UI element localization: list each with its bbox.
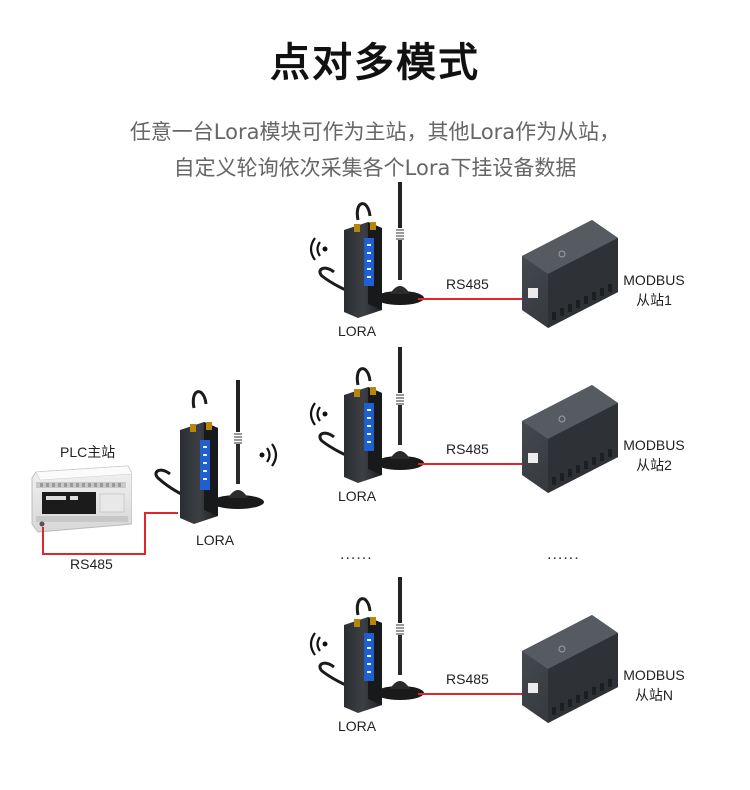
- slave-rs485-wire: [418, 298, 528, 300]
- slave-row: LORA RS485 MODBUS 从站1: [0, 180, 750, 340]
- slave-rs485-label: RS485: [446, 276, 489, 292]
- master-rs485-label: RS485: [70, 556, 113, 572]
- station-label: 从站1: [636, 292, 672, 308]
- modbus-label: MODBUS: [623, 437, 685, 453]
- modbus-slave-device-icon: [522, 220, 618, 328]
- slave-lora-device-icon: [318, 347, 424, 483]
- ellipsis-left: ......: [340, 546, 373, 563]
- master-wireless-signal-icon: [259, 443, 278, 467]
- subtitle-line-1: 任意一台Lora模块可作为主站，其他Lora作为从站，: [129, 120, 621, 144]
- station-label: 从站N: [634, 687, 674, 703]
- subtitle-line-2: 自定义轮询依次采集各个Lora下挂设备数据: [173, 156, 577, 180]
- page-title: 点对多模式: [270, 40, 480, 86]
- plc-device-icon: [31, 465, 132, 533]
- slave-wireless-signal-icon: [309, 632, 328, 656]
- station-label: 从站2: [636, 457, 672, 473]
- slave-rs485-label: RS485: [446, 441, 489, 457]
- modbus-label: MODBUS: [623, 272, 685, 288]
- ellipsis-right: ......: [547, 546, 580, 563]
- master-rs485-wire-horizontal: [42, 553, 146, 555]
- slave-rs485-label: RS485: [446, 671, 489, 687]
- slave-wireless-signal-icon: [309, 237, 328, 261]
- modbus-label: MODBUS: [623, 667, 685, 683]
- slave-lora-device-icon: [318, 182, 424, 318]
- slave-row: LORA RS485 MODBUS 从站N: [0, 575, 750, 735]
- slave-lora-label: LORA: [338, 718, 377, 734]
- slave-wireless-signal-icon: [309, 402, 328, 426]
- slave-rs485-wire: [418, 463, 528, 465]
- master-lora-label: LORA: [196, 532, 235, 548]
- plc-master-label: PLC主站: [60, 444, 116, 460]
- slave-lora-label: LORA: [338, 488, 377, 504]
- modbus-slave-device-icon: [522, 615, 618, 723]
- master-lora-device-icon: [154, 380, 264, 524]
- slave-lora-device-icon: [318, 577, 424, 713]
- slave-row: LORA RS485 MODBUS 从站2: [0, 345, 750, 505]
- master-rs485-wire-vertical-right: [144, 512, 146, 555]
- modbus-slave-device-icon: [522, 385, 618, 493]
- master-rs485-wire-to-lora: [144, 512, 178, 514]
- slave-lora-label: LORA: [338, 323, 377, 339]
- slave-rs485-wire: [418, 693, 528, 695]
- master-rs485-wire-vertical-left: [42, 527, 44, 555]
